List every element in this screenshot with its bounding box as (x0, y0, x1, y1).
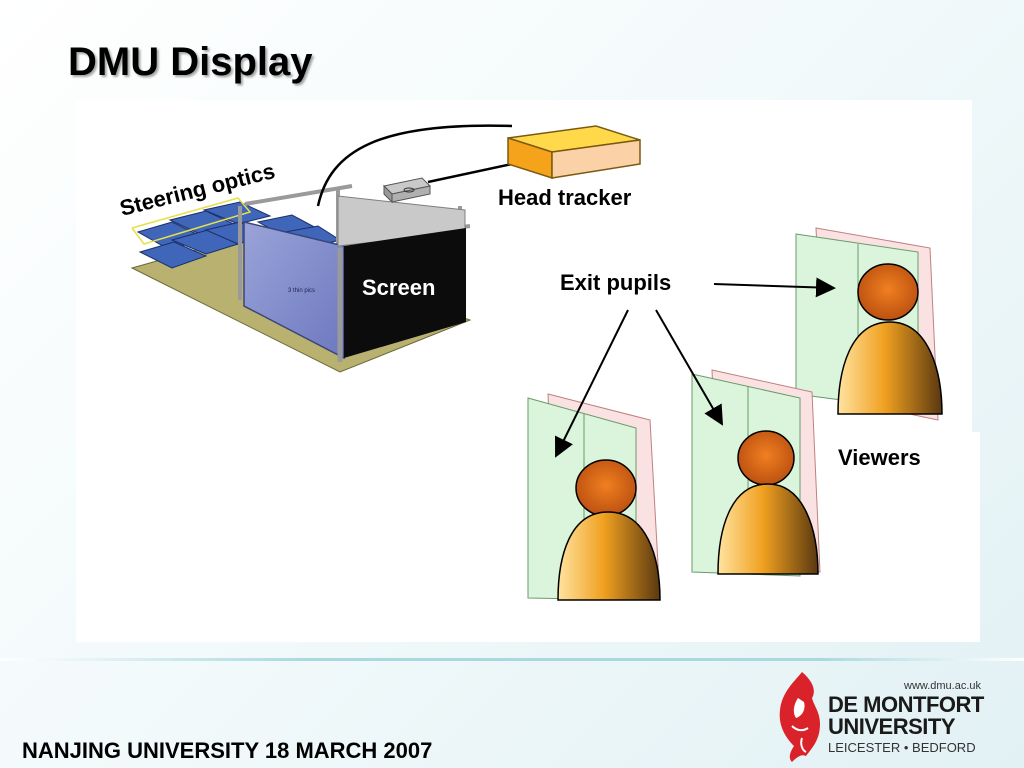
viewer-middle-head (737, 430, 795, 486)
camera-cable (427, 162, 513, 184)
slide-title: DMU Display (68, 40, 313, 84)
viewer-right-head (857, 263, 919, 321)
exit-pupils-label: Exit pupils (560, 270, 671, 295)
viewer-middle-body (717, 483, 819, 575)
viewers-panel (820, 432, 980, 642)
tracker-camera (382, 177, 432, 204)
viewer-left (527, 393, 661, 601)
screen-black-surface (344, 228, 466, 358)
logo-url: www.dmu.ac.uk (904, 680, 982, 692)
arrow-to-right-pupil (713, 277, 836, 298)
logo-line-3: LEICESTER • BEDFORD (828, 740, 976, 755)
dmu-logo: www.dmu.ac.uk DE MONTFORT UNIVERSITY LEI… (772, 668, 1004, 764)
viewers-label: Viewers (838, 445, 921, 470)
footer-text: NANJING UNIVERSITY 18 MARCH 2007 (22, 738, 433, 763)
lion-emblem-icon (779, 672, 820, 762)
arrow-to-left-pupil (554, 309, 629, 458)
viewer-right (795, 227, 943, 421)
footer-divider (0, 658, 1024, 661)
head-tracker-label: Head tracker (498, 185, 632, 210)
display-apparatus: 3 thin pics (130, 184, 472, 373)
head-tracker-box (507, 125, 641, 180)
viewer-right-body (837, 321, 943, 415)
viewer-middle (691, 369, 821, 577)
viewer-left-head (575, 459, 637, 517)
logo-line-2: UNIVERSITY (828, 714, 956, 739)
viewer-left-body (557, 511, 661, 601)
arrow-to-middle-pupil (655, 309, 724, 426)
logo-line-1: DE MONTFORT (828, 692, 984, 717)
tracker-cable (316, 124, 513, 207)
screen-label: Screen (362, 275, 435, 300)
screen-small-text: 3 thin pics (288, 288, 315, 294)
lens-outline (131, 197, 252, 245)
